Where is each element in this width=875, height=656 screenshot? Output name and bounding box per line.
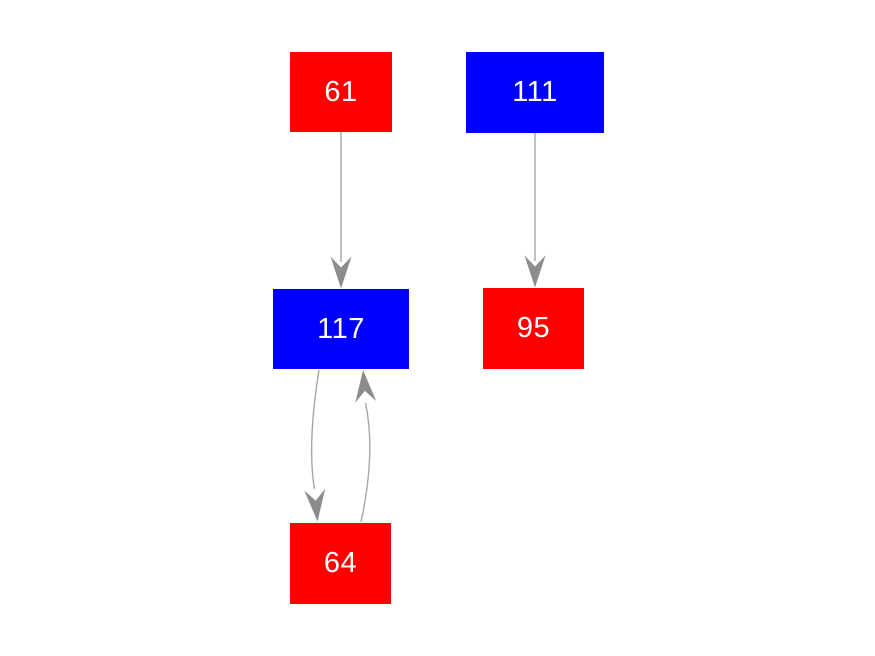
graph-node-117[interactable]: 117 — [273, 289, 409, 369]
node-label: 95 — [516, 312, 551, 344]
node-label: 111 — [512, 76, 558, 108]
node-label: 64 — [323, 547, 358, 579]
arrowhead-icon — [304, 488, 326, 522]
graph-node-95[interactable]: 95 — [483, 288, 584, 369]
graph-node-111[interactable]: 111 — [466, 52, 604, 133]
graph-node-61[interactable]: 61 — [290, 52, 392, 132]
node-label: 61 — [324, 75, 358, 108]
edge-117-to-64 — [310, 369, 320, 490]
node-label: 117 — [317, 312, 365, 345]
edge-64-to-117 — [360, 402, 371, 523]
arrowhead-icon — [330, 256, 352, 289]
arrowhead-icon — [524, 255, 546, 288]
arrowhead-icon — [355, 370, 377, 403]
graph-node-64[interactable]: 64 — [290, 523, 391, 604]
